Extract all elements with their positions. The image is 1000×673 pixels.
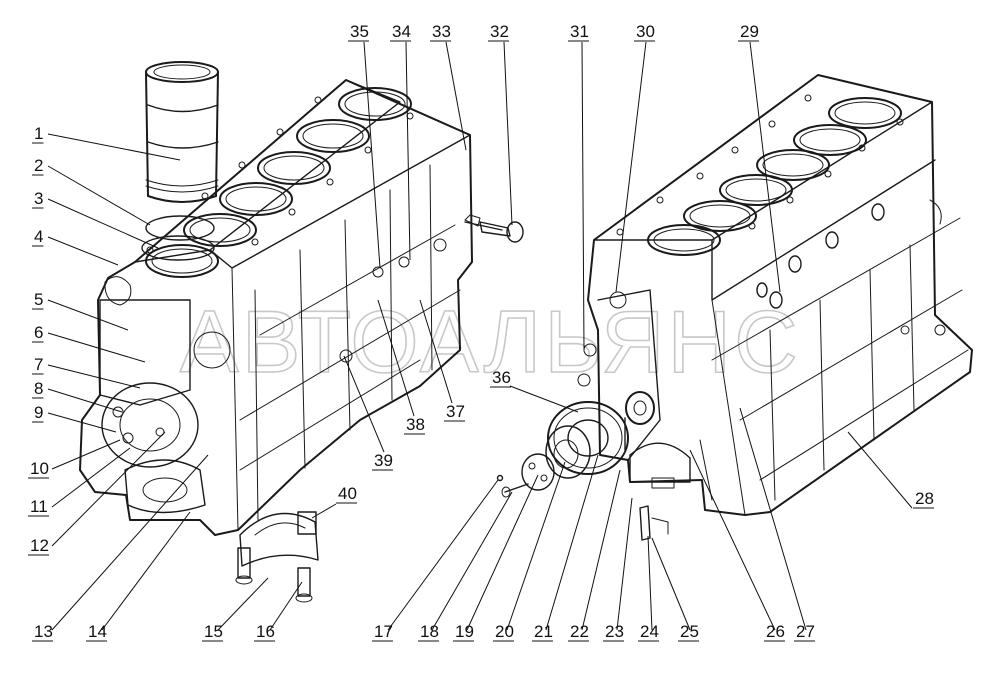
callout-label-7: 7 <box>34 355 43 374</box>
callout-label-38: 38 <box>406 415 425 434</box>
callout-label-37: 37 <box>446 402 465 421</box>
callout-label-3: 3 <box>34 189 43 208</box>
callout-label-31: 31 <box>570 22 589 41</box>
leader-line-11 <box>51 447 131 508</box>
callout-label-26: 26 <box>766 622 785 641</box>
callout-label-34: 34 <box>392 22 411 41</box>
leader-line-20 <box>506 461 566 631</box>
callout-label-22: 22 <box>570 622 589 641</box>
leader-line-40 <box>311 503 337 519</box>
leader-line-21 <box>545 454 599 631</box>
left-cylinder-block <box>79 79 524 536</box>
callout-label-24: 24 <box>640 622 659 641</box>
callout-label-25: 25 <box>680 622 699 641</box>
leader-line-38 <box>377 299 415 417</box>
leader-line-36 <box>509 385 579 413</box>
leader-line-22 <box>581 469 621 631</box>
callout-label-40: 40 <box>338 484 357 503</box>
leader-line-30 <box>615 41 647 293</box>
leader-line-8 <box>47 388 123 413</box>
leader-line-24 <box>647 535 653 631</box>
main-bearing-cap <box>235 511 319 603</box>
callout-label-33: 33 <box>432 22 451 41</box>
callout-label-27: 27 <box>796 622 815 641</box>
callout-label-21: 21 <box>534 622 553 641</box>
callout-label-2: 2 <box>34 156 43 175</box>
leader-line-18 <box>431 491 513 631</box>
leader-line-5 <box>47 299 129 331</box>
leader-line-4 <box>47 236 119 266</box>
callout-label-9: 9 <box>34 403 43 422</box>
leader-line-13 <box>51 454 209 631</box>
leader-line-2 <box>47 165 151 226</box>
callout-label-6: 6 <box>34 323 43 342</box>
watermark-text: АВТОАЛЬЯНС <box>180 292 801 391</box>
leader-line-1 <box>47 133 181 161</box>
leader-line-14 <box>101 511 191 631</box>
leader-line-39 <box>343 355 385 453</box>
leader-line-6 <box>47 332 146 363</box>
leader-line-27 <box>739 407 807 631</box>
callout-label-35: 35 <box>350 22 369 41</box>
callout-label-39: 39 <box>374 451 393 470</box>
leader-line-15 <box>217 577 269 631</box>
leader-line-9 <box>47 412 117 433</box>
callout-label-30: 30 <box>636 22 655 41</box>
callout-label-17: 17 <box>374 622 393 641</box>
leader-line-25 <box>651 537 691 631</box>
callout-label-8: 8 <box>34 379 43 398</box>
leader-line-23 <box>616 497 633 631</box>
callout-label-32: 32 <box>490 22 509 41</box>
leader-line-17 <box>387 479 499 631</box>
callout-label-12: 12 <box>30 536 49 555</box>
callout-label-14: 14 <box>88 622 107 641</box>
callout-label-23: 23 <box>605 622 624 641</box>
callout-label-1: 1 <box>34 124 43 143</box>
callout-label-11: 11 <box>30 497 48 516</box>
leader-line-31 <box>581 41 585 351</box>
callout-label-15: 15 <box>204 622 223 641</box>
leader-line-26 <box>689 449 776 631</box>
callout-label-16: 16 <box>256 622 275 641</box>
seal-ring-upper <box>145 215 215 241</box>
leader-line-37 <box>419 299 453 404</box>
callout-label-20: 20 <box>495 622 514 641</box>
idler-gear-assembly <box>496 391 669 541</box>
leader-line-7 <box>47 364 141 389</box>
leader-line-32 <box>503 41 513 226</box>
leader-line-35 <box>363 41 381 269</box>
leader-line-28 <box>847 431 913 509</box>
callout-label-10: 10 <box>30 459 49 478</box>
callout-label-28: 28 <box>915 489 934 508</box>
leader-line-16 <box>269 581 303 631</box>
leader-line-33 <box>445 41 467 151</box>
leader-line-3 <box>47 198 159 249</box>
leader-line-29 <box>749 41 781 293</box>
cylinder-liner <box>145 61 219 203</box>
callout-label-19: 19 <box>455 622 474 641</box>
callout-label-13: 13 <box>34 622 53 641</box>
leader-line-12 <box>51 431 166 547</box>
leader-line-34 <box>405 41 411 261</box>
callout-label-18: 18 <box>420 622 439 641</box>
callout-label-36: 36 <box>492 368 511 387</box>
callout-label-4: 4 <box>34 227 43 246</box>
leader-line-19 <box>466 474 539 631</box>
leader-line-10 <box>51 439 121 470</box>
seal-ring-lower <box>141 235 215 261</box>
right-cylinder-block <box>577 74 973 516</box>
callout-label-29: 29 <box>740 22 759 41</box>
callout-label-5: 5 <box>34 290 43 309</box>
